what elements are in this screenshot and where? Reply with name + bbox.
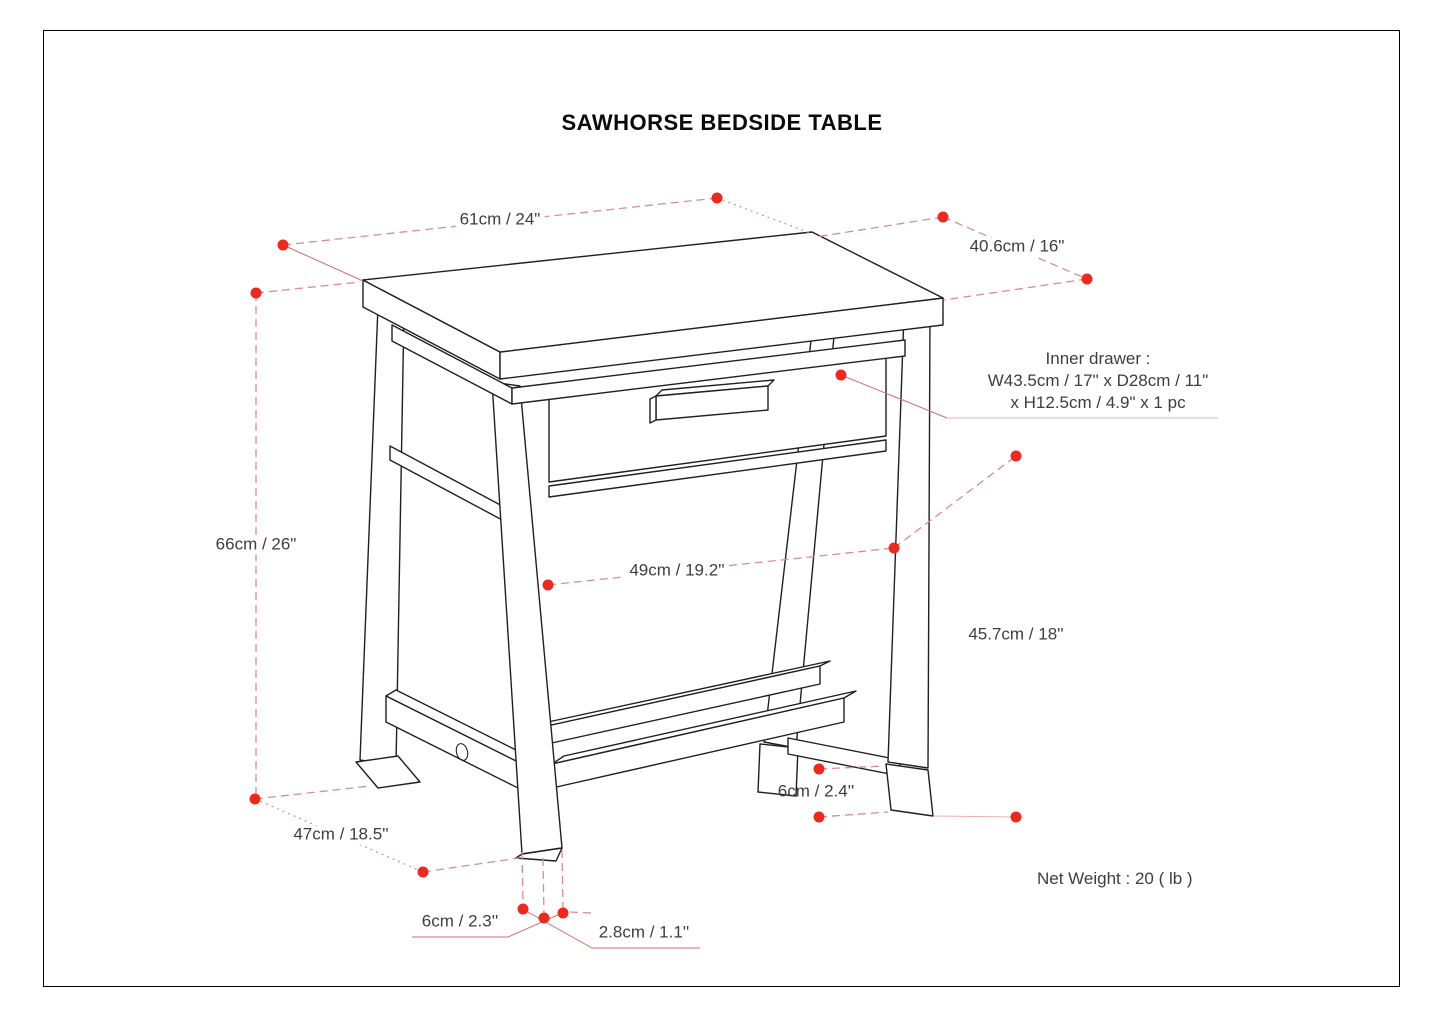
inner-drawer-line2: W43.5cm / 17" x D28cm / 11" [987,371,1209,390]
dimension-label-foot-height: 6cm / 2.4'' [777,781,855,801]
inner-drawer-line3: x H12.5cm / 4.9" x 1 pc [1010,393,1186,412]
net-weight-label: Net Weight : 20 ( lb ) [1037,869,1193,888]
page-border [43,30,1400,987]
dimension-marker [249,793,261,805]
dimension-marker [538,912,550,924]
dimension-label-foot-width: 6cm / 2.3'' [421,911,499,931]
dimension-marker [557,907,569,919]
foot-back-left [355,755,421,789]
dimension-marker [250,287,262,299]
dimension-label-foot-spacing: 47cm / 18.5'' [289,825,393,845]
dimension-markers [249,192,1093,924]
dimension-marker [1010,811,1022,823]
page-title: SAWHORSE BEDSIDE TABLE [561,110,883,135]
dimension-marker [711,192,723,204]
inner-drawer-note: Inner drawer : W43.5cm / 17" x D28cm / 1… [988,348,1209,414]
inner-drawer-line1: Inner drawer : [1045,349,1151,368]
dimension-label-clearance: 45.7cm / 18'' [968,624,1064,644]
dimension-marker [937,211,949,223]
dimension-marker [277,239,289,251]
rail-left-upper [389,445,507,523]
leg-front-right [887,313,931,769]
dimension-label-height: 66cm / 26" [211,535,301,555]
dimension-label-leg-span: 49cm / 19.2'' [625,561,729,581]
rail-hole [455,743,469,761]
dimension-marker [1010,450,1022,462]
dimension-marker [517,903,529,915]
tabletop-top-face [362,231,944,353]
foot-front-right [885,763,934,817]
drawer-under-rail [548,439,887,498]
dimension-marker [813,811,825,823]
rail-right [787,737,901,777]
dimension-marker [888,542,900,554]
dimension-marker [1081,273,1093,285]
foot-back-right [757,743,799,797]
dimension-marker [417,866,429,878]
dimension-label-width: 61cm / 24" [455,210,545,230]
dimension-marker [835,369,847,381]
apron-right [511,339,906,405]
dimension-label-depth: 40.6cm / 16" [965,237,1069,257]
dimension-marker [542,579,554,591]
drawer-handle-cap [649,395,657,424]
sawhorse-table-illustration [355,231,944,862]
foot-front-left [515,847,563,862]
dimension-marker [813,763,825,775]
dimension-label-foot-thickness: 2.8cm / 1.1'' [598,922,690,942]
